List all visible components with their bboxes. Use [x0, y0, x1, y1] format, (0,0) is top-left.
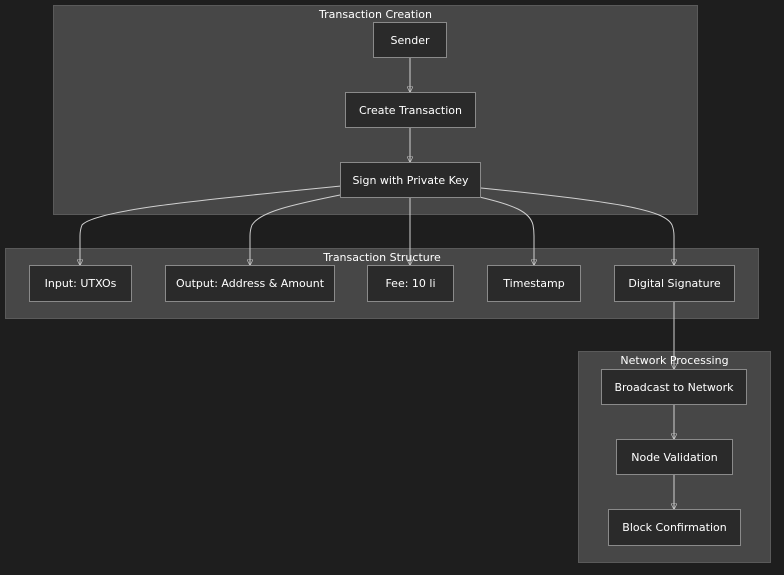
node-broadcast-to-network: Broadcast to Network [601, 369, 747, 405]
cluster-title: Transaction Creation [319, 8, 432, 21]
node-input-utxos: Input: UTXOs [29, 265, 132, 302]
cluster-title: Network Processing [620, 354, 729, 367]
node-sign-with-private-key: Sign with Private Key [340, 162, 481, 198]
node-block-confirmation: Block Confirmation [608, 509, 741, 546]
node-output-address-amount: Output: Address & Amount [165, 265, 335, 302]
cluster-title: Transaction Structure [323, 251, 441, 264]
node-digital-signature: Digital Signature [614, 265, 735, 302]
node-sender: Sender [373, 22, 447, 58]
node-timestamp: Timestamp [487, 265, 581, 302]
node-create-transaction: Create Transaction [345, 92, 476, 128]
node-node-validation: Node Validation [616, 439, 733, 475]
node-fee: Fee: 10 li [367, 265, 454, 302]
